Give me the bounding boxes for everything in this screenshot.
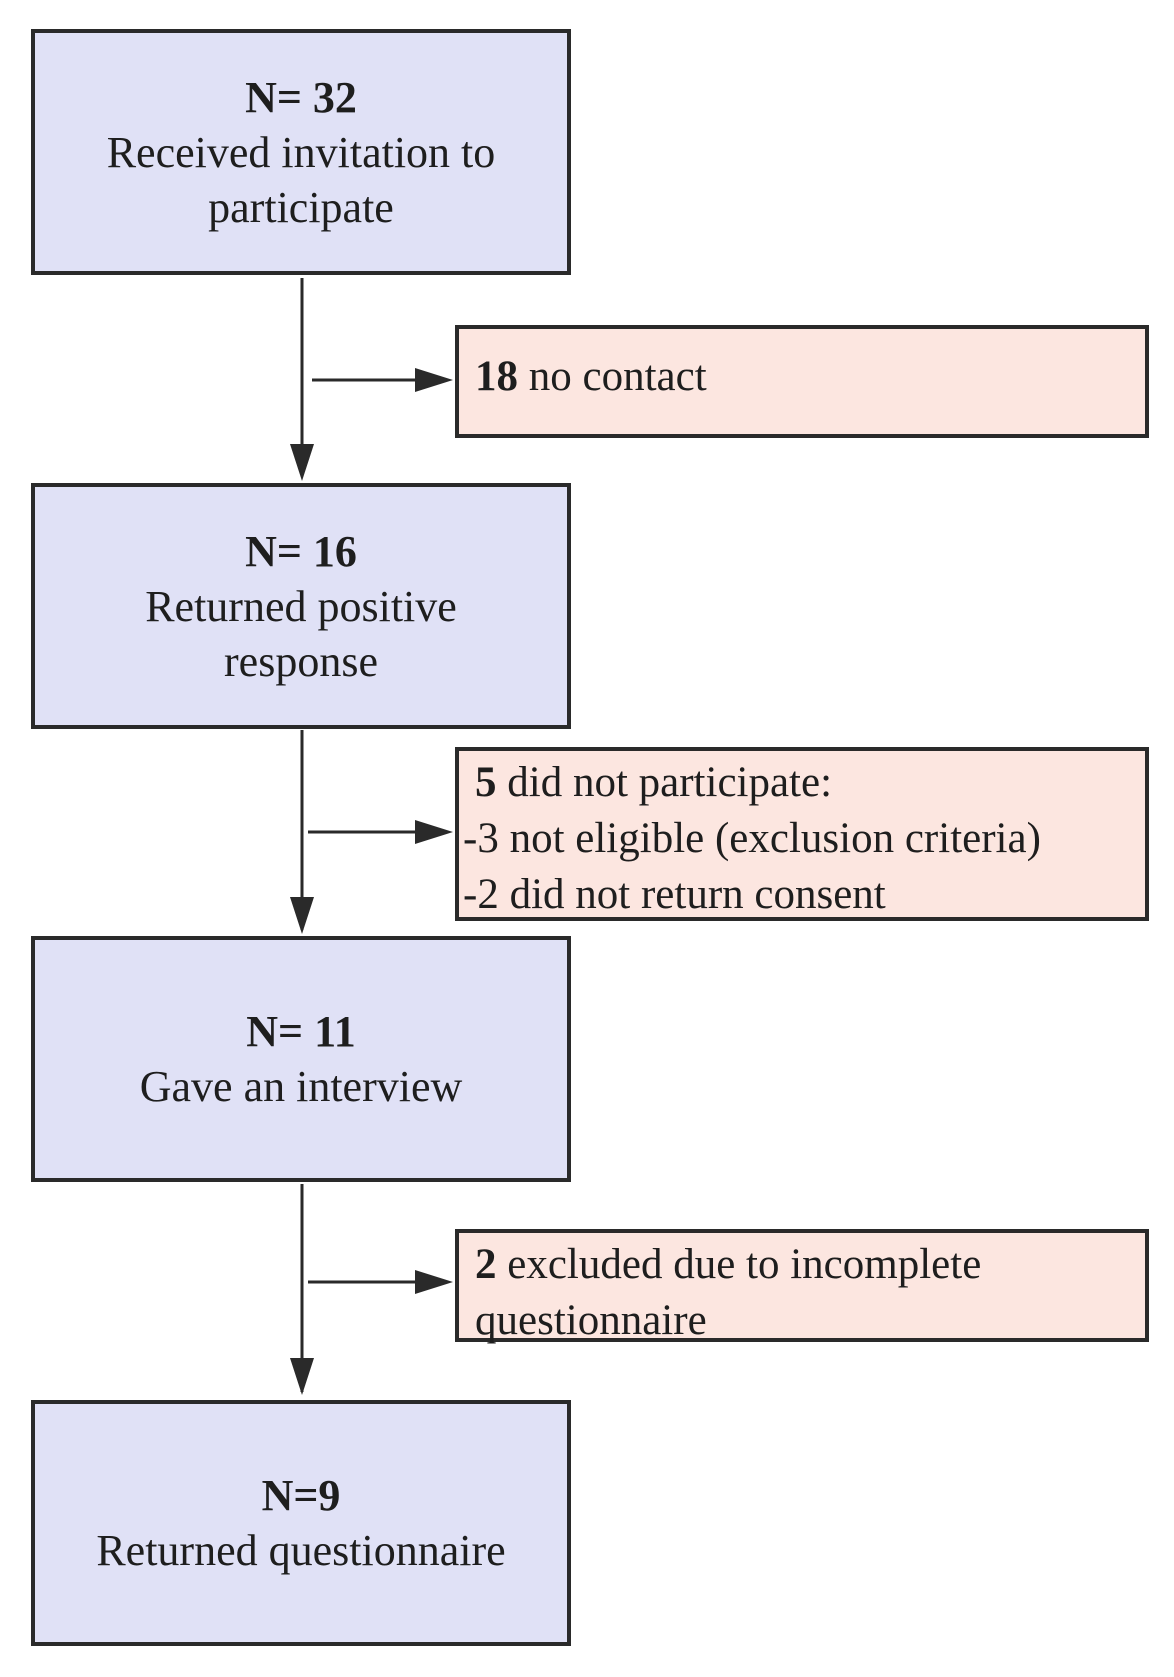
exclusion-box-did-not-participate: 5 did not participate: -3 not eligible (… <box>455 747 1149 921</box>
stage-box-questionnaire: N=9 Returned questionnaire <box>31 1400 571 1646</box>
stage-box-invited: N= 32 Received invitation to participate <box>31 29 571 275</box>
exclusion-count: 2 <box>475 1241 497 1288</box>
exclusion-detail: -3 not eligible (exclusion criteria) <box>463 815 1041 862</box>
exclusion-line: 5 did not participate: <box>475 755 1131 811</box>
down-arrowhead-2 <box>290 897 314 934</box>
exclusion-count: 5 <box>475 759 497 806</box>
stage-count: N= 16 <box>245 526 357 576</box>
exclusion-text: excluded due to incomplete <box>496 1241 982 1288</box>
exclusion-line: 18 no contact <box>475 349 1131 405</box>
down-arrowhead-1 <box>290 444 314 481</box>
stage-box-positive-response: N= 16 Returned positive response <box>31 483 571 729</box>
exclusion-detail: -2 did not return consent <box>463 871 886 918</box>
stage-label: Received invitation to participate <box>106 127 496 232</box>
stage-box-interview: N= 11 Gave an interview <box>31 936 571 1182</box>
exclusion-continuation: questionnaire <box>475 1297 707 1344</box>
exclusion-count: 18 <box>475 353 518 400</box>
stage-count: N=9 <box>261 1471 341 1520</box>
exclusion-text: no contact <box>518 353 707 400</box>
stage-count: N= 32 <box>245 72 357 122</box>
stage-label: Returned questionnaire <box>96 1526 506 1575</box>
branch-arrowhead-3 <box>415 1270 453 1294</box>
stage-count: N= 11 <box>246 1007 356 1056</box>
branch-arrowhead-2 <box>415 820 453 844</box>
down-arrowhead-3 <box>290 1358 314 1395</box>
exclusion-text: did not participate: <box>496 759 833 806</box>
exclusion-box-no-contact: 18 no contact <box>455 325 1149 438</box>
stage-label: Returned positive response <box>145 581 457 686</box>
exclusion-box-incomplete-questionnaire: 2 excluded due to incomplete questionnai… <box>455 1229 1149 1344</box>
stage-label: Gave an interview <box>139 1062 463 1111</box>
branch-arrowhead-1 <box>415 368 453 392</box>
exclusion-line: 2 excluded due to incomplete <box>475 1237 1131 1293</box>
